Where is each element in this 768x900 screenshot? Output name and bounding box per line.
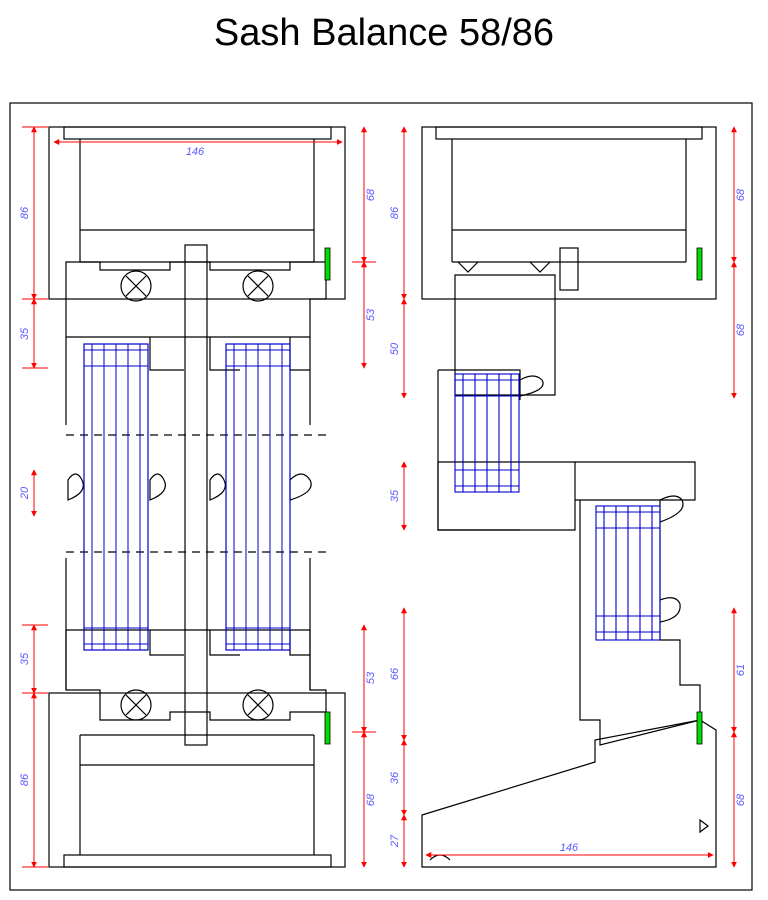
right-section bbox=[421, 126, 717, 868]
sill bbox=[421, 719, 717, 868]
dim-right-top-right-height: 68 bbox=[735, 188, 747, 201]
seal-right-top bbox=[696, 247, 703, 281]
upper-sash bbox=[454, 274, 556, 396]
seal-left-bottom bbox=[324, 711, 331, 745]
dim-left-lower-53: 53 bbox=[365, 671, 377, 684]
dim-left-upper-53: 53 bbox=[365, 308, 377, 321]
left-glazing-a bbox=[83, 343, 149, 651]
dim-right-lower-36: 36 bbox=[389, 771, 401, 784]
dim-left-top-right-height: 68 bbox=[365, 188, 377, 201]
dim-right-mid-35: 35 bbox=[389, 489, 401, 502]
upper-rail-profile bbox=[65, 261, 327, 338]
dim-left-bottom-height: 86 bbox=[19, 773, 31, 786]
dim-left-top-height: 86 bbox=[19, 206, 31, 219]
dim-right-bottom-68: 68 bbox=[735, 793, 747, 806]
center-mullion bbox=[184, 244, 208, 746]
right-dimensions bbox=[401, 126, 737, 868]
left-section bbox=[48, 126, 346, 868]
balance-left-lower bbox=[120, 689, 152, 721]
left-dimensions bbox=[22, 126, 376, 868]
left-sill-frame bbox=[48, 692, 346, 868]
left-glazing-b bbox=[225, 343, 291, 651]
seal-right-bottom bbox=[696, 711, 703, 745]
right-glazing-lower bbox=[595, 505, 661, 641]
seal-left-top bbox=[324, 247, 331, 281]
balance-right-lower bbox=[242, 689, 274, 721]
dim-left-mid: 20 bbox=[19, 486, 31, 500]
lower-sash bbox=[579, 500, 701, 746]
drawing-title: Sash Balance 58/86 bbox=[213, 12, 555, 54]
dim-right-lower-66: 66 bbox=[389, 667, 401, 680]
dim-left-bottom-right-height: 68 bbox=[365, 793, 377, 806]
dim-right-bottom-27: 27 bbox=[389, 834, 401, 848]
balance-right-upper bbox=[242, 270, 274, 302]
sheet-border bbox=[9, 102, 753, 891]
dim-right-upper-50: 50 bbox=[389, 342, 401, 355]
dim-right-bottom-width: 146 bbox=[560, 842, 579, 854]
meeting-rail bbox=[437, 461, 576, 531]
dim-left-lower-35: 35 bbox=[19, 652, 31, 665]
dim-left-upper-35: 35 bbox=[19, 327, 31, 340]
dim-left-top-width: 146 bbox=[186, 146, 205, 158]
balance-left-upper bbox=[120, 270, 152, 302]
dim-right-upper-68: 68 bbox=[735, 323, 747, 336]
right-glazing-upper bbox=[454, 373, 520, 493]
dim-right-lower-61: 61 bbox=[735, 664, 747, 676]
right-head-frame bbox=[421, 126, 717, 300]
dim-right-top-height: 86 bbox=[389, 206, 401, 219]
lower-rail-profile bbox=[65, 629, 327, 721]
